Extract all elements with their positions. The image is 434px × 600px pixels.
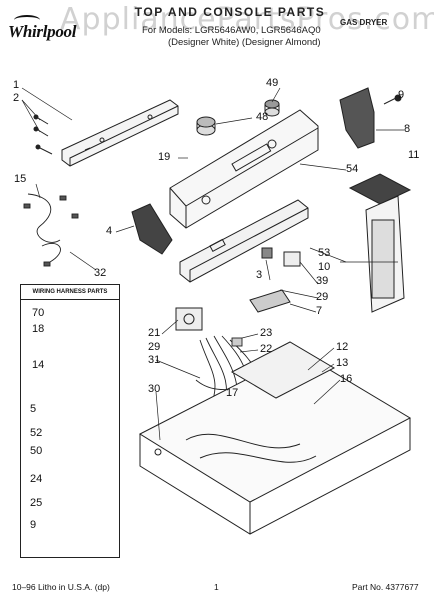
brand-swoosh — [14, 15, 40, 25]
label-12: 12 — [336, 341, 349, 353]
support-channel — [179, 199, 309, 283]
label-9: 9 — [30, 519, 37, 531]
rear-bracket — [61, 99, 179, 167]
top-right-bracket — [339, 87, 402, 149]
label-23: 23 — [260, 327, 273, 339]
watermark: AppliancePartsPros.com — [60, 2, 434, 37]
footer-page-number: 1 — [214, 582, 219, 592]
label-17: 17 — [226, 387, 239, 399]
label-54: 54 — [346, 163, 359, 175]
footer-print-info: 10–96 Litho in U.S.A. (dp) — [12, 582, 110, 592]
label-39: 39 — [316, 275, 329, 287]
color-line: (Designer White) (Designer Almond) — [168, 37, 321, 48]
label-8: 8 — [404, 123, 411, 135]
label-53: 53 — [318, 247, 331, 259]
label-2: 2 — [13, 92, 20, 104]
label-5: 5 — [30, 403, 37, 415]
label-9-top: 9 — [398, 89, 405, 101]
label-16: 16 — [340, 373, 353, 385]
label-31: 31 — [148, 354, 161, 366]
label-15: 15 — [14, 173, 27, 185]
label-70: 70 — [32, 307, 45, 319]
label-11: 11 — [408, 149, 420, 161]
loose-harness — [23, 193, 79, 267]
console-panel — [169, 109, 319, 229]
label-18: 18 — [32, 323, 45, 335]
footer-part-number: Part No. 4377677 — [352, 582, 419, 592]
label-10: 10 — [318, 261, 331, 273]
label-19: 19 — [158, 151, 171, 163]
timer-knob — [196, 116, 216, 136]
label-13: 13 — [336, 357, 349, 369]
label-1: 1 — [13, 79, 20, 91]
label-25: 25 — [30, 497, 43, 509]
console-end-cap — [131, 203, 173, 255]
dryer-top-panel — [138, 341, 412, 535]
label-4: 4 — [106, 225, 113, 237]
label-48: 48 — [256, 111, 269, 123]
side-panel-frame — [348, 173, 412, 313]
relay — [261, 247, 301, 267]
label-32: 32 — [94, 267, 107, 279]
legend-title: WIRING HARNESS PARTS — [21, 285, 119, 300]
terminal-block — [249, 289, 291, 313]
product-type: GAS DRYER — [340, 18, 388, 27]
label-30: 30 — [148, 383, 161, 395]
page-title: TOP AND CONSOLE PARTS — [134, 5, 326, 19]
label-29-right: 29 — [316, 291, 329, 303]
label-3: 3 — [256, 269, 263, 281]
label-50: 50 — [30, 445, 43, 457]
wiring-harness-legend: WIRING HARNESS PARTS — [20, 284, 120, 558]
label-21: 21 — [148, 327, 161, 339]
label-22: 22 — [260, 343, 273, 355]
screws — [33, 114, 53, 155]
label-29-left: 29 — [148, 341, 161, 353]
label-7: 7 — [316, 305, 323, 317]
model-line: For Models: LGR5646AW0, LGR5646AQ0 — [142, 25, 321, 36]
label-49: 49 — [266, 77, 279, 89]
label-14: 14 — [32, 359, 45, 371]
label-24: 24 — [30, 473, 43, 485]
label-52: 52 — [30, 427, 43, 439]
selector-knob — [264, 99, 280, 117]
brand-logo: Whirlpool — [8, 22, 77, 41]
timer-motor — [175, 307, 203, 331]
